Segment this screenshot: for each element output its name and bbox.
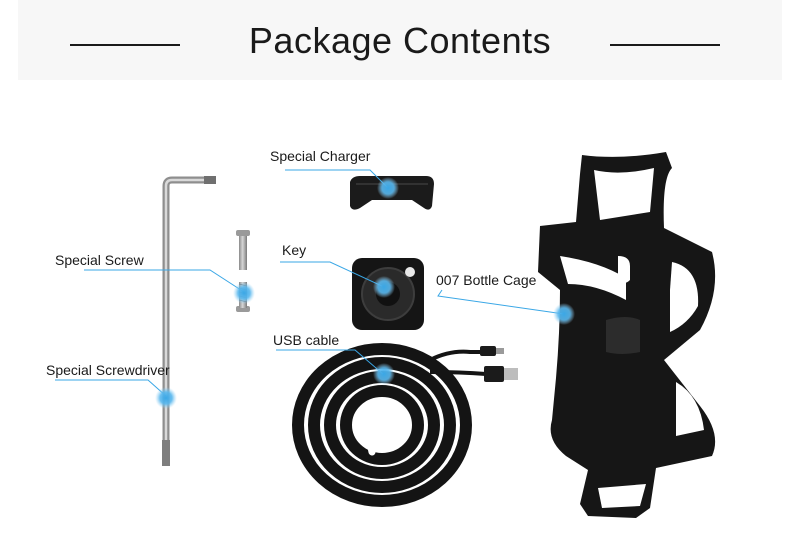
- title-rule-left: [70, 44, 180, 46]
- label-usb-cable: USB cable: [273, 332, 340, 348]
- page-title: Package Contents: [248, 20, 552, 61]
- key-hotspot: [373, 276, 395, 298]
- title-rule-right: [610, 44, 720, 46]
- usb-cable-image: [292, 343, 518, 507]
- screwdriver-hotspot: [155, 387, 177, 409]
- label-special-screwdriver: Special Screwdriver: [46, 362, 170, 378]
- charger-hotspot: [377, 177, 399, 199]
- special-screwdriver-image: [162, 176, 216, 466]
- label-bottle-cage: 007 Bottle Cage: [436, 272, 537, 288]
- bottle-cage-hotspot: [553, 303, 575, 325]
- label-special-charger: Special Charger: [270, 148, 371, 164]
- usb-cable-hotspot: [373, 363, 395, 385]
- label-special-screw: Special Screw: [55, 252, 144, 268]
- screw-hotspot: [233, 282, 255, 304]
- header-band: [18, 0, 782, 80]
- bottle-cage-image: [538, 152, 716, 518]
- label-key: Key: [282, 242, 307, 258]
